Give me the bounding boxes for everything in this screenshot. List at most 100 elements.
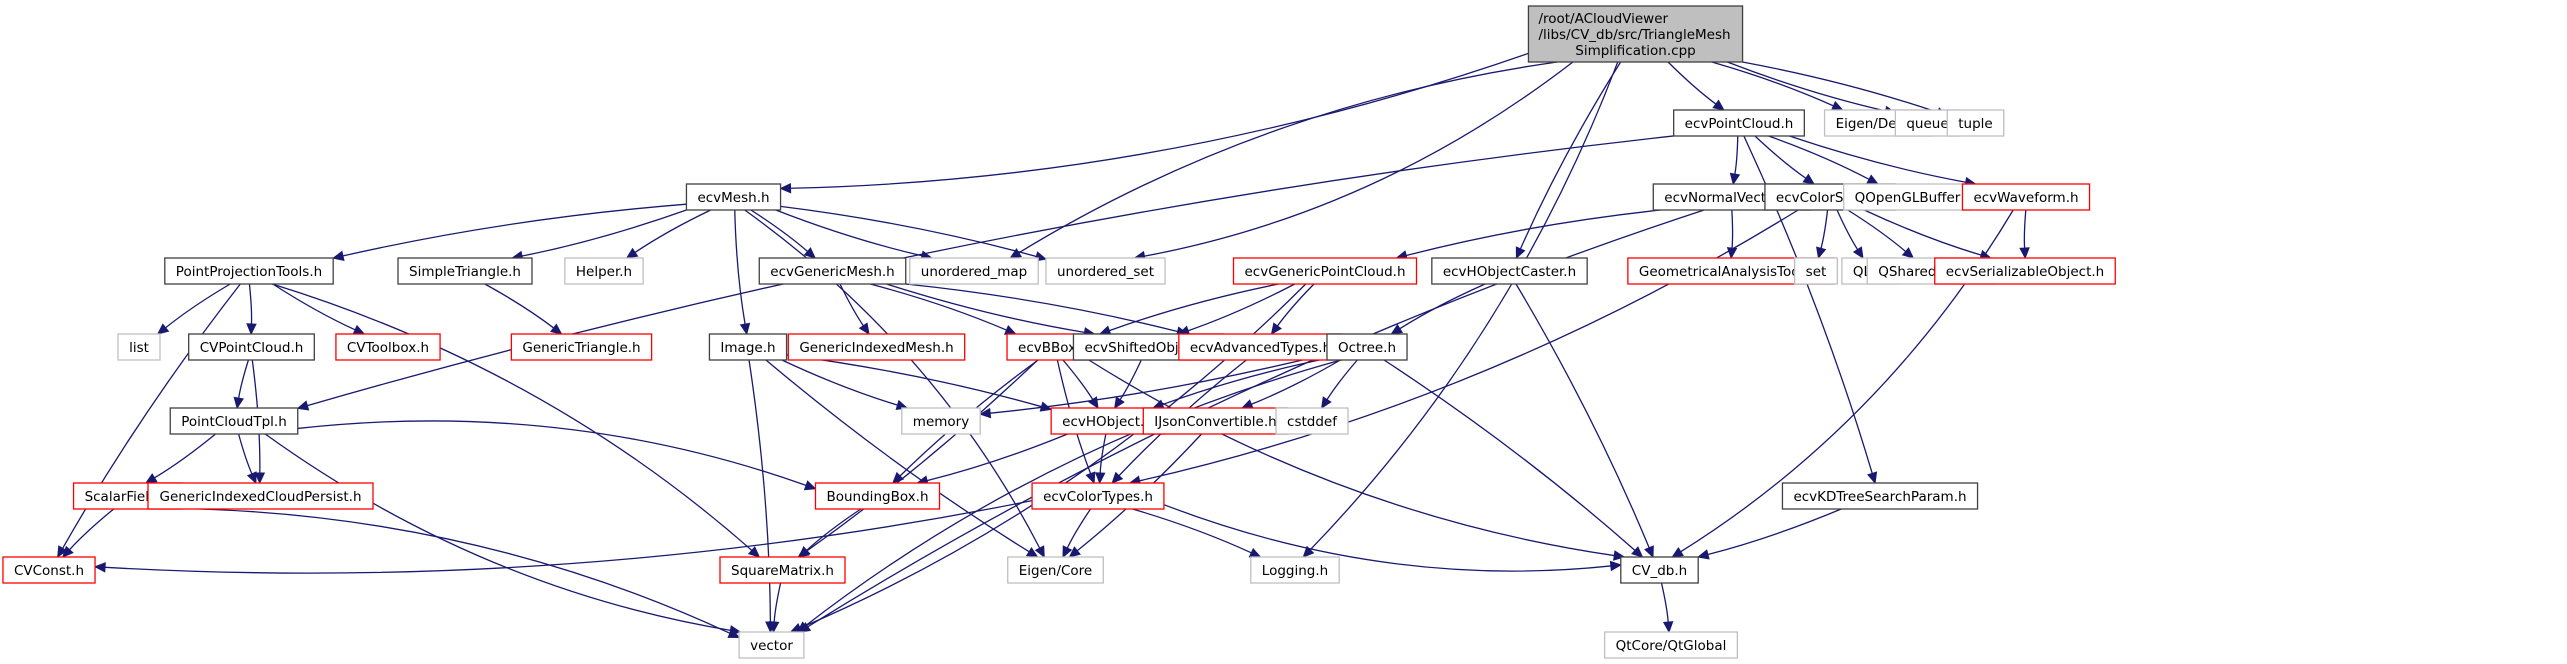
edge-octree-to-vector bbox=[804, 359, 1342, 627]
arrowhead-icon bbox=[246, 323, 257, 336]
node-ecvmesh[interactable]: ecvMesh.h bbox=[685, 183, 782, 211]
node-list[interactable]: list bbox=[117, 333, 161, 361]
node-cvconst[interactable]: CVConst.h bbox=[2, 556, 96, 584]
node-vector[interactable]: vector bbox=[738, 631, 805, 659]
arrowhead-icon bbox=[1034, 545, 1045, 559]
arrowhead-icon bbox=[1390, 323, 1404, 335]
edge-octree-to-cv_db bbox=[1383, 359, 1636, 551]
node-label: ecvGenericPointCloud.h bbox=[1245, 264, 1406, 280]
node-squarematrix[interactable]: SquareMatrix.h bbox=[719, 556, 846, 584]
node-box bbox=[708, 333, 788, 361]
node-box bbox=[1843, 183, 1972, 211]
node-cvtoolbox[interactable]: CVToolbox.h bbox=[335, 333, 441, 361]
arrowhead-icon bbox=[1068, 546, 1081, 558]
node-logging[interactable]: Logging.h bbox=[1250, 556, 1340, 584]
node-box bbox=[1527, 5, 1744, 63]
arrowhead-icon bbox=[1003, 325, 1017, 335]
edge-squarematrix-to-vector bbox=[773, 582, 782, 623]
node-label: ecvWaveform.h bbox=[1973, 190, 2078, 206]
edge-pointprojectiontools-to-cvpointcloud bbox=[248, 283, 253, 325]
node-ecvadvancedtypes[interactable]: ecvAdvancedTypes.h bbox=[1178, 333, 1343, 361]
edge-root-to-unordered_map bbox=[1018, 61, 1558, 254]
edge-ecvhobject-to-ecvcolortypes bbox=[1099, 433, 1107, 474]
node-genericindexedmesh[interactable]: GenericIndexedMesh.h bbox=[787, 333, 966, 361]
arrowhead-icon bbox=[254, 472, 266, 485]
edge-cv_db-to-qtglobal bbox=[1660, 582, 1669, 623]
edge-ecvcolorscale-to-qsharedpointer bbox=[1847, 209, 1907, 253]
edge-ecvcolorscale-to-qlist bbox=[1836, 209, 1859, 250]
node-label: queue bbox=[1906, 116, 1948, 132]
edge-root-to-unordered_set bbox=[1144, 61, 1574, 257]
edge-ecvmesh-to-unordered_map bbox=[775, 209, 923, 257]
node-ecvwaveform[interactable]: ecvWaveform.h bbox=[1961, 183, 2091, 211]
node-qopenglbuffer[interactable]: QOpenGLBuffer bbox=[1843, 183, 1972, 211]
node-ijsonconvertible[interactable]: IJsonConvertible.h bbox=[1142, 407, 1289, 435]
edge-scalarfield-to-vector bbox=[181, 507, 731, 634]
node-pointcloudtpl[interactable]: PointCloudTpl.h bbox=[169, 407, 299, 435]
node-box bbox=[814, 482, 941, 510]
arrowhead-icon bbox=[1816, 246, 1827, 260]
node-memory[interactable]: memory bbox=[901, 407, 981, 435]
node-label: /libs/CV_db/src/TriangleMesh bbox=[1538, 27, 1730, 43]
node-tuple[interactable]: tuple bbox=[1946, 109, 2005, 137]
node-label: ecvGenericMesh.h bbox=[770, 264, 894, 280]
node-ecvserializableobject[interactable]: ecvSerializableObject.h bbox=[1934, 257, 2116, 285]
node-genericindexedcloudpersist[interactable]: GenericIndexedCloudPersist.h bbox=[147, 482, 374, 510]
node-eigencore[interactable]: Eigen/Core bbox=[1007, 556, 1104, 584]
node-ecvgenericpointcloud[interactable]: ecvGenericPointCloud.h bbox=[1232, 257, 1418, 285]
edge-ecvshiftedobject-to-ecvhobject bbox=[1119, 359, 1142, 400]
edge-ecvcolortypes-to-eigencore bbox=[1066, 508, 1092, 549]
node-ecvkdtreesearchparam[interactable]: ecvKDTreeSearchParam.h bbox=[1781, 482, 1979, 510]
node-ecvgenericmesh[interactable]: ecvGenericMesh.h bbox=[758, 257, 907, 285]
nodes-layer: /root/ACloudViewer/libs/CV_db/src/Triang… bbox=[2, 5, 2116, 659]
node-helper[interactable]: Helper.h bbox=[564, 257, 644, 285]
node-box bbox=[510, 333, 653, 361]
arrowhead-icon bbox=[1671, 546, 1684, 558]
node-label: ecvColorTypes.h bbox=[1043, 489, 1153, 505]
edge-octree-to-ijsonconvertible bbox=[1251, 359, 1341, 405]
arrowhead-icon bbox=[803, 480, 817, 491]
node-cvpointcloud[interactable]: CVPointCloud.h bbox=[188, 333, 315, 361]
edge-pointprojectiontools-to-cvtoolbox bbox=[272, 283, 356, 331]
node-box bbox=[164, 257, 334, 285]
edge-ecvmesh-to-eigencore bbox=[744, 209, 1041, 549]
node-cv-db[interactable]: CV_db.h bbox=[1620, 556, 1699, 584]
arrowhead-icon bbox=[1515, 246, 1526, 260]
node-generictriangle[interactable]: GenericTriangle.h bbox=[510, 333, 653, 361]
node-boundingbox[interactable]: BoundingBox.h bbox=[814, 482, 941, 510]
node-octree[interactable]: Octree.h bbox=[1326, 333, 1408, 361]
node-root[interactable]: /root/ACloudViewer/libs/CV_db/src/Triang… bbox=[1527, 5, 1744, 63]
node-simpletriangle[interactable]: SimpleTriangle.h bbox=[397, 257, 533, 285]
node-ecvcolortypes[interactable]: ecvColorTypes.h bbox=[1031, 482, 1165, 510]
arrowhead-icon bbox=[1087, 396, 1099, 410]
node-unordered-set[interactable]: unordered_set bbox=[1045, 257, 1166, 285]
edge-ecvwaveform-to-ecvserializableobject bbox=[2023, 209, 2027, 249]
node-box bbox=[1431, 257, 1588, 285]
edge-ecvgenericpointcloud-to-ecvbbox bbox=[1109, 283, 1279, 332]
node-ecvhobjectcaster[interactable]: ecvHObjectCaster.h bbox=[1431, 257, 1588, 285]
node-set[interactable]: set bbox=[1794, 257, 1838, 285]
arrowhead-icon bbox=[1062, 545, 1073, 559]
node-pointprojectiontools[interactable]: PointProjectionTools.h bbox=[164, 257, 334, 285]
node-box bbox=[147, 482, 374, 510]
arrowhead-icon bbox=[796, 621, 810, 633]
edge-pointcloudtpl-to-vector bbox=[264, 433, 731, 631]
node-label: SquareMatrix.h bbox=[731, 563, 834, 579]
node-label: /root/ACloudViewer bbox=[1538, 11, 1668, 27]
edge-ecvmesh-to-helper bbox=[634, 209, 712, 253]
node-cstddef[interactable]: cstddef bbox=[1275, 407, 1349, 435]
edge-image-to-memory bbox=[781, 359, 898, 406]
node-label: set bbox=[1806, 264, 1827, 280]
edge-root-to-tuple bbox=[1742, 61, 1938, 114]
node-qtglobal[interactable]: QtCore/QtGlobal bbox=[1603, 631, 1739, 659]
node-unordered-map[interactable]: unordered_map bbox=[909, 257, 1039, 285]
edge-ecvgenericpointcloud-to-ecvshiftedobject bbox=[1187, 283, 1296, 332]
arrowhead-icon bbox=[1613, 550, 1626, 561]
node-box bbox=[909, 257, 1039, 285]
node-ecvpointcloud[interactable]: ecvPointCloud.h bbox=[1673, 109, 1805, 137]
node-image[interactable]: Image.h bbox=[708, 333, 788, 361]
edge-octree-to-ecvhobject bbox=[1162, 357, 1328, 406]
node-box bbox=[1232, 257, 1418, 285]
arrowhead-icon bbox=[1009, 248, 1022, 259]
node-label: ecvHObject.h bbox=[1062, 414, 1153, 430]
